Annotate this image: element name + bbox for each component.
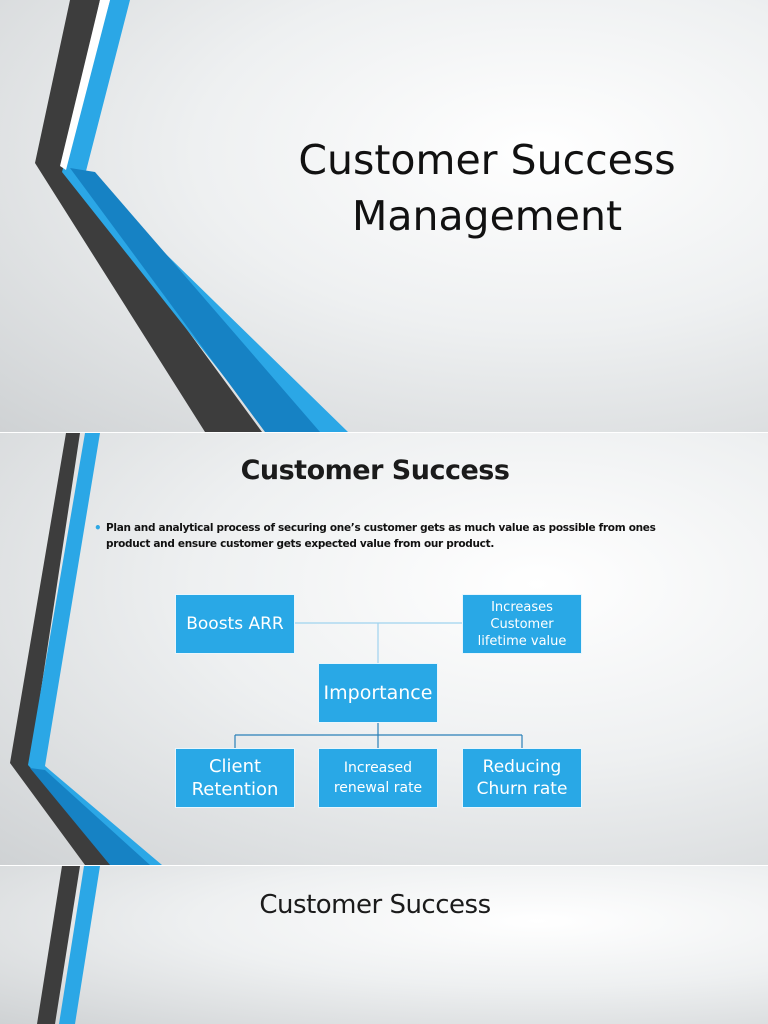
slide-1: Customer Success Management: [0, 0, 768, 432]
box-importance: Importance: [318, 663, 438, 723]
slide-1-title: Customer Success Management: [262, 132, 712, 244]
box-client-retention-line-2: Retention: [191, 779, 279, 800]
box-importance-label: Importance: [323, 682, 433, 704]
box-boosts-arr: Boosts ARR: [175, 594, 295, 654]
box-renewal-rate: Increased renewal rate: [318, 748, 438, 808]
slide-2-bullet: • Plan and analytical process of securin…: [94, 520, 676, 552]
slide-2-title: Customer Success: [240, 455, 510, 486]
box-boosts-arr-label: Boosts ARR: [186, 614, 284, 634]
slide-separator: [0, 432, 768, 433]
slide-2-decorative-stripes: [10, 433, 162, 865]
bullet-dot-icon: •: [94, 521, 102, 535]
slide-3: [0, 866, 768, 1024]
deco-deep-blue-band: [30, 768, 150, 865]
deco-white-line: [60, 0, 110, 170]
slide-separator: [0, 865, 768, 866]
box-clv-line-1: Increases: [491, 599, 553, 615]
box-clv-line-3: lifetime value: [477, 633, 567, 649]
box-customer-lifetime-value: Increases Customer lifetime value: [462, 594, 582, 654]
box-churn-rate-line-2: Churn rate: [476, 779, 568, 799]
box-churn-rate: Reducing Churn rate: [462, 748, 582, 808]
box-renewal-rate-line-2: renewal rate: [333, 780, 423, 796]
slide-3-title: Customer Success: [259, 890, 491, 920]
box-renewal-rate-line-1: Increased: [343, 760, 413, 776]
deco-dark-stripe: [35, 0, 262, 432]
deco-blue-stripe: [28, 433, 162, 865]
slide-1-title-line-2: Management: [351, 192, 623, 240]
slide-1-title-line-1: Customer Success: [298, 136, 676, 184]
box-client-retention: Client Retention: [175, 748, 295, 808]
slide-3-decorative-stripes: [37, 866, 100, 1024]
box-client-retention-line-1: Client: [208, 756, 262, 777]
deco-blue-stripe: [59, 866, 100, 1024]
deco-deep-blue-band: [70, 168, 320, 432]
deco-dark-stripe: [10, 433, 115, 865]
box-churn-rate-line-1: Reducing: [482, 757, 562, 777]
box-clv-line-2: Customer: [490, 616, 554, 632]
deco-dark-stripe: [37, 866, 80, 1024]
slide-2-bullet-text: Plan and analytical process of securing …: [106, 522, 656, 550]
slide-1-decorative-stripes: [35, 0, 348, 432]
